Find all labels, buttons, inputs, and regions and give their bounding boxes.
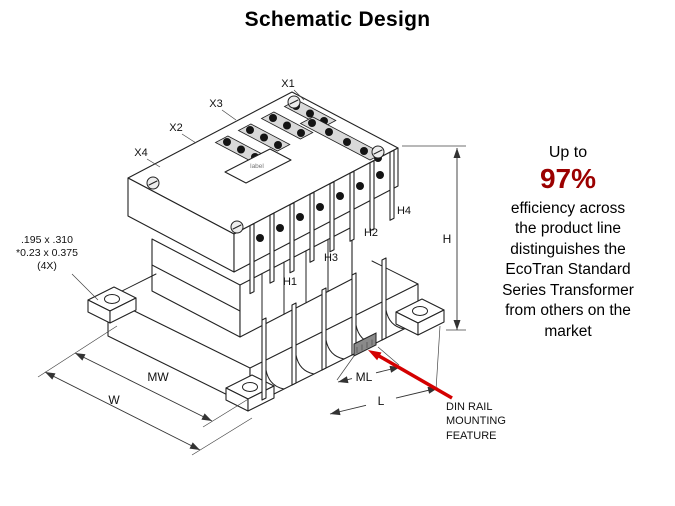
terminal-strip-x2 [237,123,291,152]
front-terminal-screws [256,171,384,242]
din-callout-line1: DIN RAIL [446,401,493,413]
terminal-strip-x3 [260,111,314,140]
core-base [87,257,445,412]
terminal-label-h4: H4 [397,205,411,217]
hole-note-line1: .195 x .310 [21,234,73,246]
dimension-mw: MW [74,352,213,422]
din-rail-slot [353,332,377,357]
din-callout-arrow [368,350,453,400]
terminal-label-h2: H2 [364,227,378,239]
page-title: Schematic Design [244,8,431,31]
hole-note-line3: (4X) [37,260,57,273]
terminal-label-x2: X2 [169,122,182,134]
din-callout-line3: FEATURE [446,429,497,442]
mounting-hole [104,294,120,304]
din-callout-text: DIN RAIL MOUNTING FEATURE [446,400,538,443]
label-plate-text: label [250,163,264,170]
side-panel-body-line: market [544,322,592,340]
mounting-hole [412,306,428,316]
hole-note-line2: *0.23 x 0.375 [16,247,78,260]
mounting-foot-right [395,298,445,336]
terminal-labels: X1 X3 X2 X4 H1 H3 H2 H4 [134,78,411,288]
din-callout-line2: MOUNTING [446,415,506,428]
dimension-label-mw: MW [147,370,169,384]
dimension-w: W [37,325,253,456]
dimension-h: H [402,145,466,331]
side-panel-body-line: Series Transformer [502,281,634,299]
corner-screws [146,95,385,234]
side-panel-intro: Up to [548,144,588,161]
terminal-strip-x4 [214,135,268,164]
side-panel-body-line: from others on the [505,302,631,320]
din-arrow-head [368,350,382,361]
terminal-label-x1: X1 [281,78,294,90]
side-panel-highlight: 97% [539,163,597,195]
hole-note-leader [71,273,99,301]
mounting-hole [242,382,258,392]
side-panel-body-line: EcoTran Standard [505,261,631,279]
side-panel-body-line: efficiency across [510,199,626,217]
side-panel-body-line: distinguishes the [510,240,626,258]
hole-size-note: .195 x .310 *0.23 x 0.375 (4X) [6,234,88,273]
dimension-label-l: L [378,394,385,408]
dimension-label-ml: ML [356,370,373,384]
dimension-ml: ML [336,346,401,384]
label-plate: label [224,148,292,184]
din-arrow-shaft [378,354,453,400]
terminal-label-h3: H3 [324,252,338,264]
terminal-label-h1: H1 [283,276,297,288]
terminal-assembly: label [127,91,399,273]
terminal-barrier-fins [249,149,395,295]
side-panel-body-line: the product line [515,220,621,238]
dimension-label-h: H [443,232,452,246]
terminal-label-x4: X4 [134,147,147,159]
mounting-foot-left [87,286,137,324]
dimension-label-w: W [108,393,120,407]
terminal-label-x3: X3 [209,98,222,110]
side-panel: Up to 97% efficiency across the product … [493,142,643,342]
